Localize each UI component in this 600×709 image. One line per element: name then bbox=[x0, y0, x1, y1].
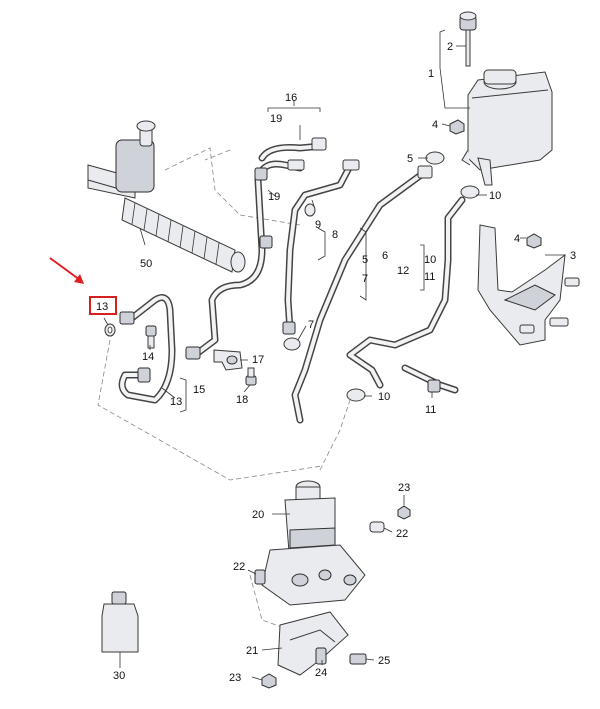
steering-rack[interactable] bbox=[87, 120, 246, 273]
pointer-arrow bbox=[49, 257, 84, 284]
suction-hose-6[interactable] bbox=[291, 165, 433, 424]
callout-1[interactable]: 1 bbox=[428, 68, 434, 80]
fluid-bottle-30[interactable] bbox=[101, 591, 139, 653]
bolt-24[interactable] bbox=[315, 647, 327, 665]
callout-23-lower[interactable]: 23 bbox=[229, 672, 241, 684]
callout-18[interactable]: 18 bbox=[236, 394, 248, 406]
callout-labels: 2 1 4 5 10 4 3 10 12 11 6 5 7 16 19 19 9… bbox=[96, 41, 576, 684]
callout-12[interactable]: 12 bbox=[397, 265, 409, 277]
callout-4-upper[interactable]: 4 bbox=[432, 119, 438, 131]
highlight-box bbox=[89, 296, 117, 315]
callout-22-right[interactable]: 22 bbox=[396, 528, 408, 540]
pressure-hose-19[interactable] bbox=[185, 137, 327, 360]
callout-21[interactable]: 21 bbox=[246, 645, 258, 657]
nut-23-upper[interactable] bbox=[397, 505, 411, 520]
callout-11-right[interactable]: 11 bbox=[424, 271, 435, 283]
hose-clamp-10-lower[interactable] bbox=[346, 388, 366, 402]
callout-24[interactable]: 24 bbox=[315, 667, 327, 679]
callout-13-lower[interactable]: 13 bbox=[170, 396, 182, 408]
callout-25[interactable]: 25 bbox=[378, 655, 390, 667]
callout-50[interactable]: 50 bbox=[140, 258, 152, 270]
pump-bracket-21[interactable] bbox=[277, 611, 349, 676]
callout-5-upper[interactable]: 5 bbox=[407, 153, 413, 165]
callout-11-lower[interactable]: 11 bbox=[425, 404, 436, 416]
callout-10-upper[interactable]: 10 bbox=[489, 190, 501, 202]
connector-22-right[interactable] bbox=[369, 521, 385, 533]
hose-clamp-5[interactable] bbox=[425, 151, 445, 165]
callout-13-highlighted[interactable]: 13 bbox=[96, 301, 108, 313]
reservoir-1[interactable] bbox=[461, 69, 553, 186]
callout-3[interactable]: 3 bbox=[570, 250, 576, 262]
hose-clamp-10-upper[interactable] bbox=[460, 185, 480, 199]
nut-23-lower[interactable] bbox=[261, 673, 277, 689]
bolt-25[interactable] bbox=[349, 653, 367, 665]
nut-4-upper[interactable] bbox=[449, 119, 465, 135]
callout-30[interactable]: 30 bbox=[113, 670, 125, 682]
reservoir-cap-2[interactable] bbox=[459, 11, 477, 67]
bolt-18[interactable] bbox=[245, 367, 257, 386]
callout-19-left[interactable]: 19 bbox=[268, 191, 280, 203]
seal-ring-13[interactable] bbox=[104, 323, 116, 337]
hose-11[interactable] bbox=[346, 196, 466, 394]
connector-22-left[interactable] bbox=[254, 569, 266, 585]
callout-6[interactable]: 6 bbox=[382, 250, 388, 262]
callout-20[interactable]: 20 bbox=[252, 509, 264, 521]
nut-4-right[interactable] bbox=[526, 233, 542, 249]
bracket-17[interactable] bbox=[213, 349, 243, 371]
callout-10-lower[interactable]: 10 bbox=[378, 391, 390, 403]
leader-lines bbox=[103, 29, 565, 681]
callout-22-left[interactable]: 22 bbox=[233, 561, 245, 573]
banjo-bolt-14[interactable] bbox=[145, 325, 157, 349]
steering-pump-20[interactable] bbox=[261, 480, 366, 606]
callout-23-upper[interactable]: 23 bbox=[398, 482, 410, 494]
callout-10-right[interactable]: 10 bbox=[424, 254, 436, 266]
callout-7-right[interactable]: 7 bbox=[362, 273, 368, 285]
callout-17[interactable]: 17 bbox=[252, 354, 264, 366]
hose-8[interactable] bbox=[282, 159, 360, 335]
callout-7-lower[interactable]: 7 bbox=[308, 319, 314, 331]
callout-4-right[interactable]: 4 bbox=[514, 233, 520, 245]
callout-5-right[interactable]: 5 bbox=[362, 254, 368, 266]
callout-14[interactable]: 14 bbox=[142, 351, 154, 363]
callout-9[interactable]: 9 bbox=[315, 219, 321, 231]
callout-19-top[interactable]: 19 bbox=[270, 113, 282, 125]
callout-8[interactable]: 8 bbox=[332, 229, 338, 241]
hose-clamp-7[interactable] bbox=[283, 337, 301, 351]
mounting-bracket-3[interactable] bbox=[477, 224, 580, 346]
callout-16[interactable]: 16 bbox=[285, 92, 297, 104]
return-hose-15[interactable] bbox=[118, 294, 176, 404]
callout-2[interactable]: 2 bbox=[447, 41, 453, 53]
callout-15[interactable]: 15 bbox=[193, 384, 205, 396]
